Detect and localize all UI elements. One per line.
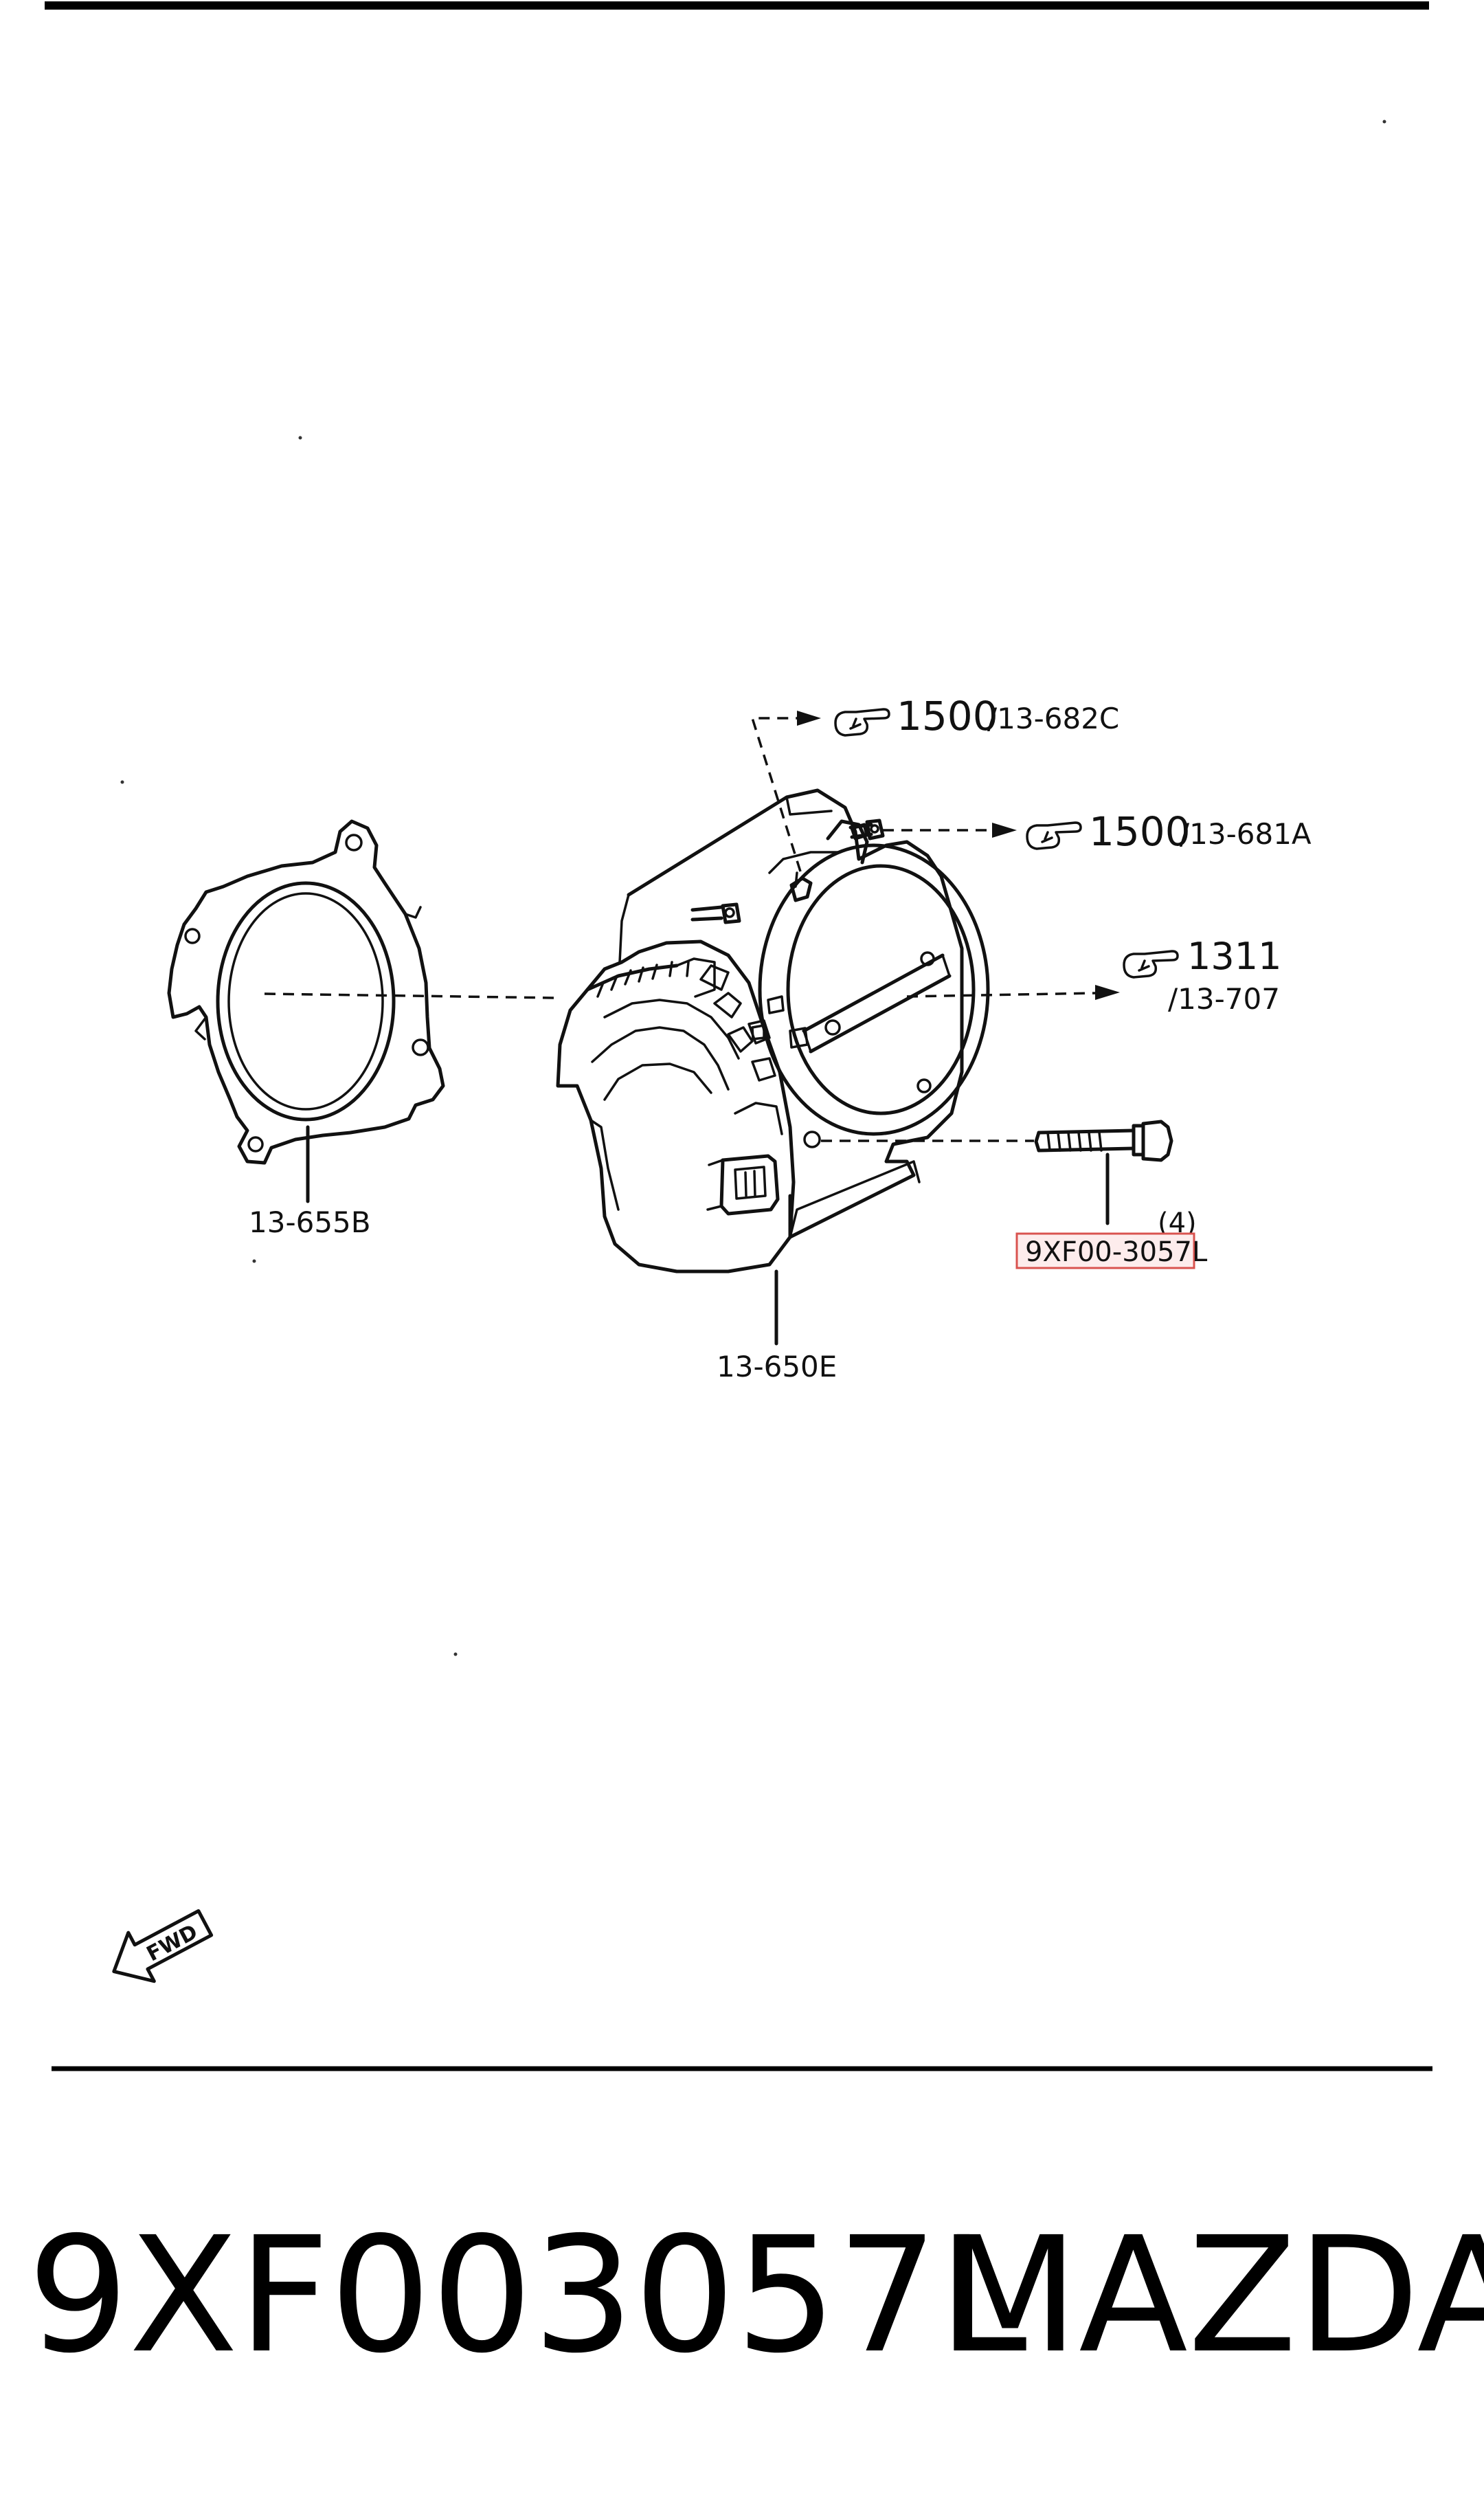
ref-682c-number[interactable]: 1500	[897, 693, 998, 739]
throttle-body-label[interactable]: 13-650E	[717, 1350, 837, 1383]
arrow-682c	[797, 711, 821, 726]
scan-speck	[1382, 120, 1386, 124]
arrow-681a	[992, 823, 1017, 838]
gasket-label[interactable]: 13-655B	[249, 1205, 371, 1239]
assembly-axis-left	[264, 992, 557, 999]
footer-part-number: 9XF003057L	[27, 2203, 1027, 2388]
fwd-direction-badge: FWD	[112, 1909, 214, 1983]
bolt-part-highlight	[1015, 1232, 1195, 1269]
fwd-label: FWD	[143, 1920, 202, 1967]
gasket-13-655b[interactable]	[167, 819, 445, 1203]
footer-brand-name: MAZDA	[941, 2203, 1484, 2388]
ref-707-number[interactable]: 1311	[1187, 935, 1281, 978]
arrow-707	[1095, 985, 1120, 1000]
scan-speck	[298, 436, 302, 440]
bolt-part-number[interactable]: 9XF00-3057L	[1025, 1236, 1208, 1268]
footer-bar: 9XF003057L MAZDA	[0, 2192, 1484, 2399]
leader-682c-dashed	[750, 717, 805, 872]
pointing-hand-icon	[1123, 950, 1179, 979]
ref-707-code[interactable]: /13-707	[1168, 982, 1280, 1016]
scan-speck	[453, 1652, 458, 1656]
scan-speck	[120, 780, 124, 784]
throttle-body-13-650e[interactable]	[556, 788, 990, 1346]
pointing-hand-icon	[1026, 821, 1082, 850]
pointing-hand-icon	[834, 708, 890, 737]
scan-speck	[252, 1259, 256, 1263]
ref-682c-code[interactable]: /13-682C	[987, 702, 1119, 735]
stud-681a[interactable]	[848, 819, 885, 841]
sensor-boss-682c[interactable]	[789, 871, 813, 902]
leader-707-dashed	[906, 992, 1097, 998]
bolt-9xf00-3057l[interactable]	[1034, 1120, 1173, 1225]
ref-681a-code[interactable]: /13-681A	[1180, 817, 1312, 851]
ref-681a-number[interactable]: 1500	[1089, 808, 1191, 855]
